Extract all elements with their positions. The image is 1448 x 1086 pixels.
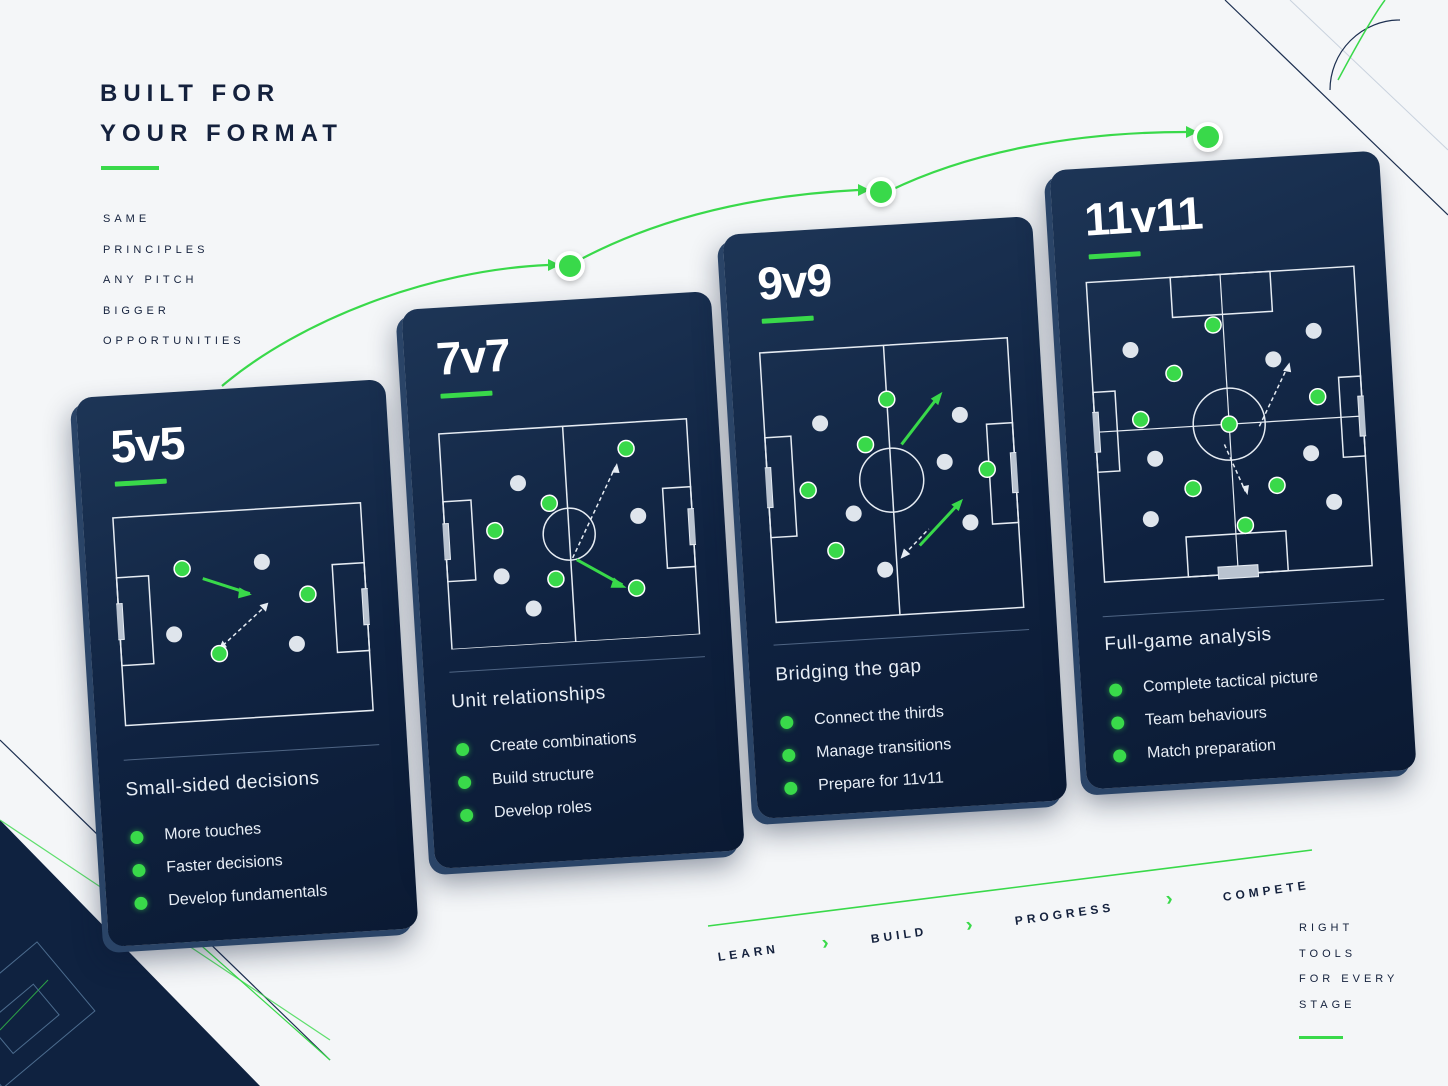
format-card-11v11[interactable]: 11v11: [1049, 150, 1417, 790]
bullet-icon: [457, 775, 472, 790]
side-note-line: TOOLS: [1299, 947, 1357, 960]
card-divider: [1102, 599, 1385, 618]
card-title: 7v7: [434, 328, 512, 385]
feature-label: More touches: [163, 820, 262, 844]
card-divider: [123, 744, 380, 761]
bullet-icon: [134, 896, 148, 911]
card-divider: [773, 629, 1030, 646]
pitch-diagram-7v7: [435, 417, 702, 650]
milestone-dot-9v9: [866, 177, 896, 207]
card-subtitle: Full-game analysis: [1103, 623, 1273, 656]
pitch-diagram-11v11: [1085, 265, 1373, 583]
milestone-dot-11v11: [1193, 122, 1223, 152]
side-note-line: FOR EVERY: [1299, 973, 1399, 985]
card-accent-rule: [114, 478, 167, 487]
page-headline: BUILT FOR YOUR FORMAT: [100, 74, 343, 154]
headline-accent-rule: [101, 166, 159, 170]
format-card-7v7[interactable]: 7v7 Unit relationships Cr: [401, 291, 745, 869]
bullet-icon: [132, 863, 146, 878]
card-title: 5v5: [108, 416, 186, 473]
card-title: 9v9: [755, 253, 833, 310]
tagline-item: BIGGER: [103, 304, 170, 317]
tagline-item: SAME: [103, 213, 151, 225]
side-note-accent-rule: [1299, 1036, 1343, 1039]
tagline-list: SAME PRINCIPLES ANY PITCH BIGGER OPPORTU…: [103, 210, 245, 363]
milestone-dot-7v7: [555, 251, 585, 281]
feature-label: Develop roles: [493, 798, 593, 822]
feature-label: Connect the thirds: [813, 703, 945, 729]
side-note-line: RIGHT: [1299, 922, 1354, 934]
feature-label: Create combinations: [489, 729, 638, 756]
tagline-item: OPPORTUNITIES: [103, 335, 245, 347]
feature-label: Build structure: [491, 765, 595, 789]
card-divider: [449, 656, 705, 673]
bullet-icon: [783, 781, 798, 796]
side-note: RIGHT TOOLS FOR EVERY STAGE: [1299, 922, 1398, 1024]
feature-list: Complete tactical picture Team behaviour…: [1107, 667, 1324, 779]
card-subtitle: Small-sided decisions: [124, 767, 321, 801]
card-accent-rule: [1088, 251, 1141, 260]
pitch-diagram-9v9: [758, 337, 1026, 624]
bullet-icon: [1108, 683, 1123, 697]
tagline-item: ANY PITCH: [103, 274, 198, 286]
card-title: 11v11: [1082, 186, 1204, 246]
card-accent-rule: [440, 390, 493, 399]
format-card-9v9[interactable]: 9v9 Brid: [722, 216, 1068, 819]
card-accent-rule: [761, 315, 814, 324]
format-card-5v5[interactable]: 5v5 Small-sided decisions More touches F…: [75, 379, 419, 947]
side-note-line: STAGE: [1299, 998, 1356, 1011]
headline-line-1: BUILT FOR: [100, 80, 281, 107]
bullet-icon: [130, 830, 144, 845]
feature-list: Create combinations Build structure Deve…: [454, 728, 642, 838]
bullet-icon: [1110, 716, 1125, 730]
headline-line-2: YOUR FORMAT: [100, 120, 343, 147]
bullet-icon: [459, 808, 474, 823]
feature-label: Complete tactical picture: [1142, 668, 1319, 696]
feature-list: More touches Faster decisions Develop fu…: [128, 816, 329, 927]
card-subtitle: Bridging the gap: [774, 655, 923, 686]
bullet-icon: [1112, 749, 1127, 763]
card-subtitle: Unit relationships: [450, 682, 607, 713]
bullet-icon: [455, 742, 470, 757]
pitch-diagram-5v5: [110, 501, 376, 727]
bullet-icon: [781, 748, 796, 763]
tagline-item: PRINCIPLES: [103, 243, 209, 256]
feature-list: Connect the thirds Manage transitions Pr…: [778, 702, 955, 811]
bullet-icon: [779, 715, 794, 730]
